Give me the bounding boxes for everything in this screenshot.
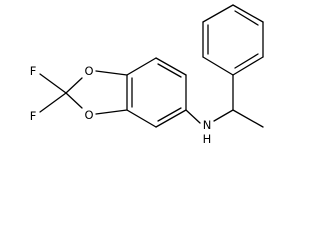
bond-c7-c7a (126, 109, 157, 128)
atom-label-oxygen-top: O (84, 64, 93, 78)
phenyl-double-bond-c (234, 53, 259, 69)
atom-label-fluorine-top: F (30, 64, 37, 78)
atom-label-amine-hydrogen: H (203, 132, 212, 146)
bond-c-f-bottom (39, 92, 67, 113)
dioxole-ring (65, 70, 128, 115)
bond-n-ch (213, 109, 234, 122)
bond-o-bottom-c7a (95, 109, 128, 115)
atom-label-oxygen-bottom: O (84, 108, 93, 122)
bond-c4-c5 (155, 57, 187, 76)
bond-c5-n (185, 109, 201, 124)
atom-label-fluorine-bottom: F (30, 109, 37, 123)
phenyl-bond-3 (202, 4, 234, 23)
bond-c3a-c4 (126, 57, 157, 76)
chemical-structure-diagram: F F O O N H (30, 4, 264, 146)
bond-c6-c7 (155, 109, 187, 128)
difluoro-group (39, 73, 67, 113)
bond-ch-ch3 (232, 109, 264, 128)
bond-c-f-top (39, 73, 67, 94)
double-bond-c6-c7-inner (157, 107, 182, 122)
bond-o-top-cf2 (65, 77, 83, 94)
phenyl-bond-4 (232, 4, 264, 23)
phenyl-double-bond-b (234, 10, 259, 26)
amine-linkage (185, 74, 264, 128)
bond-cf2-o-bottom (65, 92, 83, 109)
double-bond-c4-c5-inner (157, 63, 182, 78)
bond-c3a-o-top (95, 70, 128, 76)
phenyl-bond-1 (202, 56, 234, 76)
atom-label-nitrogen: N (203, 118, 212, 132)
benzodioxole-ring (126, 57, 187, 128)
phenyl-ring (202, 4, 264, 76)
phenyl-bond-6 (232, 56, 264, 76)
atom-labels: F F O O N H (30, 64, 212, 146)
